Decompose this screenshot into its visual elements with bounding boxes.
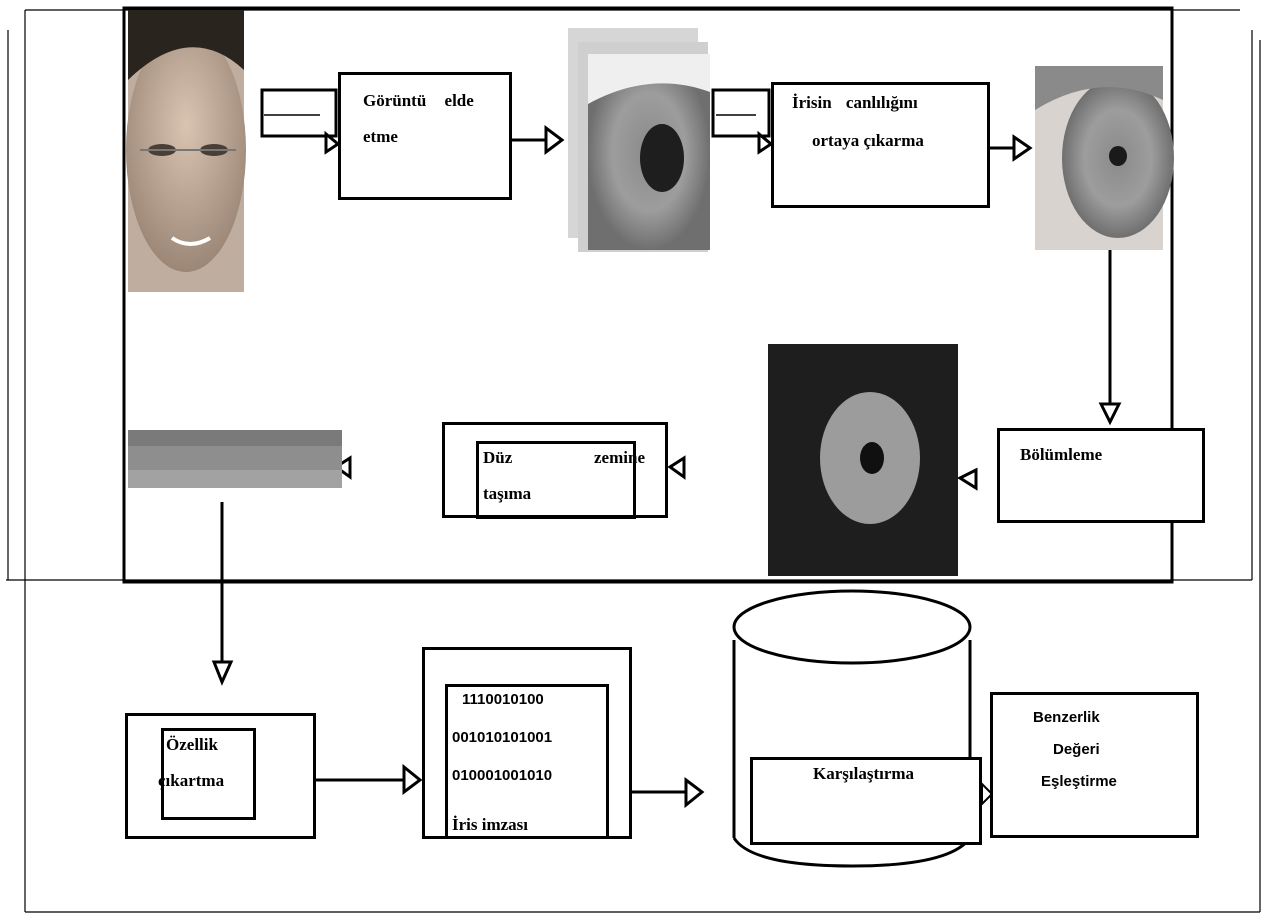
arrow-7-head bbox=[667, 455, 686, 480]
connector-box-2 bbox=[711, 88, 771, 138]
compare-label: Karşılaştırma bbox=[813, 764, 915, 783]
arrow-2-head bbox=[544, 125, 565, 155]
face-photo bbox=[126, 10, 246, 292]
result-label-line2: Değeri bbox=[1053, 741, 1100, 758]
compare-box: Karşılaştırma bbox=[750, 757, 982, 845]
result-box: Benzerlik Değeri Eşleştirme bbox=[990, 692, 1199, 838]
inner-frame bbox=[122, 6, 1174, 584]
arrow-6-head bbox=[956, 467, 978, 491]
acquire-label-line2: etme bbox=[363, 127, 398, 146]
connector-box-1 bbox=[260, 88, 338, 138]
arrow-12-head bbox=[981, 781, 994, 807]
arrow-10-head bbox=[402, 763, 423, 795]
normalization-label-line1: Düz zemine bbox=[483, 448, 645, 467]
liveness-label-line1: İrisin canlılığını bbox=[792, 93, 918, 112]
arrow-11-head bbox=[684, 777, 705, 809]
feature-inner-box: Özellik çıkartma bbox=[158, 728, 256, 820]
arrow-5-head bbox=[1098, 402, 1122, 426]
signature-label: İris imzası bbox=[452, 815, 529, 834]
signature-bits-2: 001010101001 bbox=[452, 729, 553, 746]
feature-label-line1: Özellik bbox=[166, 735, 218, 754]
arrow-4-head bbox=[1012, 134, 1033, 162]
result-label-line1: Benzerlik bbox=[1033, 709, 1100, 726]
arrow-9-head bbox=[211, 660, 234, 686]
normalization-box bbox=[442, 422, 668, 518]
acquire-box: Görüntü elde etme bbox=[338, 72, 512, 200]
iris-closeup-stack bbox=[568, 28, 710, 252]
normalization-inner-box: Düz zemine taşıma bbox=[476, 441, 645, 519]
liveness-box: İrisin canlılığını ortaya çıkarma bbox=[771, 82, 990, 208]
segmented-iris bbox=[768, 344, 958, 576]
signature-bits-3: 010001001010 bbox=[452, 767, 553, 784]
acquire-label-line1: Görüntü elde bbox=[363, 91, 474, 110]
segmentation-box: Bölümleme bbox=[997, 428, 1205, 523]
segmentation-label: Bölümleme bbox=[1020, 445, 1103, 464]
arrow-1-head bbox=[324, 130, 341, 155]
database-cylinder bbox=[732, 589, 972, 868]
signature-inner-box: 1110010100 001010101001 010001001010 İri… bbox=[445, 684, 609, 839]
liveness-label-line2: ortaya çıkarma bbox=[812, 131, 924, 150]
feature-label-line2: çıkartma bbox=[158, 771, 225, 790]
arrow-8-head bbox=[333, 455, 352, 480]
signature-bits-1: 1110010100 bbox=[462, 691, 544, 708]
normalization-label-line2: taşıma bbox=[483, 484, 532, 503]
eye-photo bbox=[1035, 66, 1174, 250]
signature-outer-box bbox=[422, 647, 632, 839]
normalized-iris-strip bbox=[128, 430, 342, 488]
result-label-line3: Eşleştirme bbox=[1041, 773, 1117, 790]
arrow-3-head bbox=[757, 130, 774, 155]
